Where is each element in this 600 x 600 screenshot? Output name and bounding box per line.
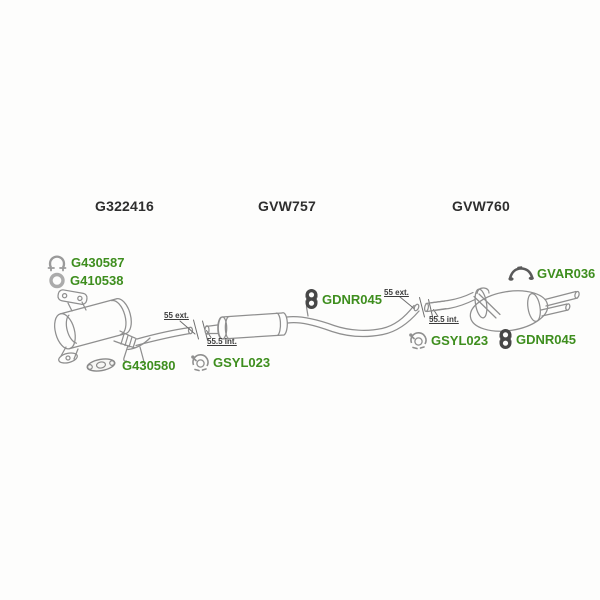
part-link-g430587[interactable]: G430587 <box>46 252 125 273</box>
part-link-g430580[interactable]: G430580 <box>84 356 176 374</box>
part-code-label: G410538 <box>70 273 124 288</box>
part-link-gdnr045-rear[interactable]: GDNR045 <box>498 328 576 350</box>
tail-pipe-drawing <box>540 290 580 317</box>
part-link-gsyl023-front[interactable]: GSYL023 <box>190 352 270 372</box>
part-code-label: GSYL023 <box>213 354 271 370</box>
catalytic-converter-drawing <box>54 289 137 364</box>
part-code-label: GSYL023 <box>431 332 489 348</box>
measurement-label-55-ext-front: 55 ext. <box>164 311 189 320</box>
group-code-gvw757: GVW757 <box>258 198 316 214</box>
center-muffler-drawing <box>204 312 288 340</box>
connecting-pipe-drawing <box>423 291 476 313</box>
group-code-g322416: G322416 <box>95 198 155 214</box>
exhaust-clamp-icon <box>190 352 210 372</box>
measurement-label-55-ext-rear: 55 ext. <box>384 288 409 297</box>
part-link-gsyl023-rear[interactable]: GSYL023 <box>408 330 488 350</box>
rear-muffler-drawing <box>469 287 549 335</box>
measurement-label-55-int-rear: 55.5 int. <box>429 315 459 324</box>
part-link-gdnr045-mid[interactable]: GDNR045 <box>304 288 382 310</box>
part-link-g410538[interactable]: G410538 <box>47 271 124 290</box>
group-code-gvw760: GVW760 <box>452 198 510 214</box>
part-code-label: GVAR036 <box>537 266 596 281</box>
pipe-bracket-icon <box>508 265 534 282</box>
rubber-hanger-icon <box>498 328 513 350</box>
front-pipe-drawing <box>123 326 194 364</box>
exhaust-clamp-icon <box>408 330 428 350</box>
part-code-label: G430587 <box>71 255 125 270</box>
part-code-label: GDNR045 <box>516 331 576 347</box>
gasket-ring-icon <box>47 271 67 290</box>
part-code-label: GDNR045 <box>322 291 382 307</box>
flange-gasket-icon <box>84 356 119 374</box>
rubber-hanger-icon <box>304 288 319 310</box>
measurement-label-55-int-front: 55.5 int. <box>207 337 237 346</box>
pipe-clamp-icon <box>46 252 68 273</box>
part-link-gvar036[interactable]: GVAR036 <box>508 265 595 282</box>
part-code-label: G430580 <box>122 357 176 373</box>
